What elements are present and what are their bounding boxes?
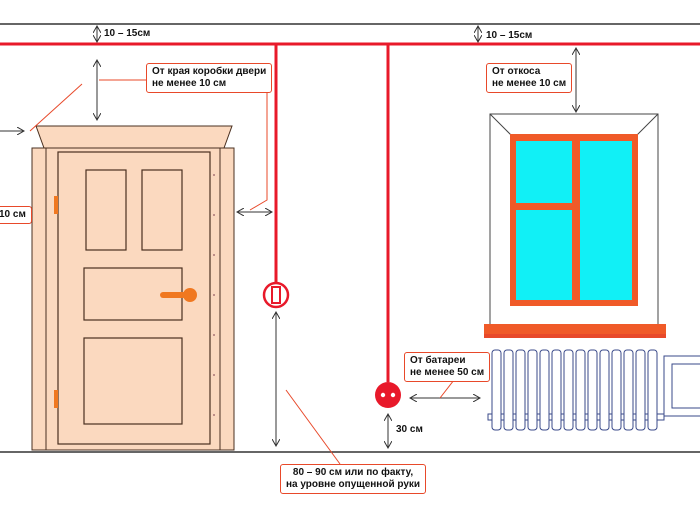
window-callout: От откоса не менее 10 см — [486, 63, 573, 93]
radiator-fin — [539, 349, 550, 431]
door-casing-left — [31, 147, 47, 451]
door-casing — [35, 125, 233, 149]
radiator — [487, 349, 665, 431]
door-hinge-bottom — [54, 390, 58, 408]
window-callout-line2: не менее 10 см — [492, 78, 567, 89]
radiator-fin — [599, 349, 610, 431]
radiator-fin — [563, 349, 574, 431]
switch-callout-line1: 80 – 90 см или по факту, — [292, 467, 414, 478]
radiator-fin — [623, 349, 634, 431]
door-frame-callout-line1: От края коробки двери — [152, 66, 267, 77]
ceiling-gap-left-label: 10 – 15см — [104, 28, 151, 39]
radiator-callout-line1: От батареи — [410, 355, 466, 366]
door-handle-icon — [160, 288, 197, 302]
radiator-fin — [587, 349, 598, 431]
switch-callout-line2: на уровне опущенной руки — [286, 479, 421, 490]
left-partial-label: 10 см — [0, 209, 26, 220]
glass-bottom-left — [516, 210, 572, 300]
window-sill-shadow — [484, 334, 666, 338]
door-casing-right — [219, 147, 235, 451]
dimension-arrows — [0, 26, 576, 448]
radiator-fin — [503, 349, 514, 431]
radiator-callout-line2: не менее 50 см — [410, 367, 485, 378]
radiator-fin — [635, 349, 646, 431]
radiator-fin — [527, 349, 538, 431]
door-panel-top-right — [141, 169, 183, 251]
wiring — [0, 42, 700, 382]
door-frame-callout-line2: не менее 10 см — [152, 78, 227, 89]
switch-height-callout: 80 – 90 см или по факту, на уровне опуще… — [280, 464, 427, 494]
window-sill — [484, 324, 666, 334]
radiator-callout: От батареи не менее 50 см — [404, 352, 491, 382]
frame-nails — [213, 174, 215, 416]
window-callout-line1: От откоса — [492, 66, 541, 77]
power-socket-icon — [375, 382, 401, 408]
glass-top-left — [516, 141, 572, 203]
ceiling-gap-right-label: 10 – 15см — [486, 30, 533, 41]
door-frame-callout: От края коробки двери не менее 10 см — [146, 63, 273, 93]
radiator-right-edge — [663, 355, 700, 417]
door-panel-bottom — [83, 337, 183, 425]
window — [484, 113, 666, 338]
radiator-fin — [575, 349, 586, 431]
radiator-fin — [491, 349, 502, 431]
radiator-fin — [515, 349, 526, 431]
door — [31, 125, 235, 451]
left-partial-callout: 10 см — [0, 206, 32, 224]
light-switch-icon — [262, 281, 290, 309]
door-hinge-top — [54, 196, 58, 214]
radiator-fin — [647, 349, 658, 431]
radiator-fin — [551, 349, 562, 431]
glass-right — [580, 141, 632, 300]
door-panel-top-left — [85, 169, 127, 251]
socket-height-label: 30 см — [396, 424, 423, 435]
radiator-fin — [611, 349, 622, 431]
callout-leaders — [29, 79, 455, 465]
